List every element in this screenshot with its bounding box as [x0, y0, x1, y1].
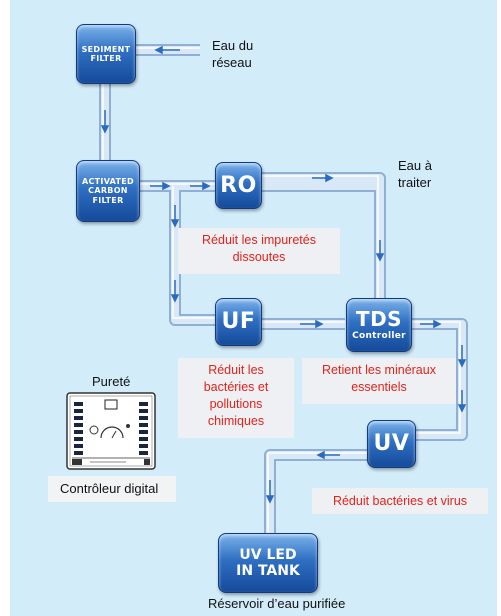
- uv-note: Réduit bactéries et virus: [332, 494, 468, 508]
- uf-label: UF: [221, 309, 256, 335]
- tds-sublabel: Controller: [352, 331, 406, 342]
- controller-device-icon: [66, 392, 156, 470]
- eau-traiter-label: Eau à traiter: [398, 158, 432, 192]
- uv-label: UV: [373, 431, 410, 457]
- uf-note-line4: chimiques: [207, 413, 265, 428]
- eau-reseau-line2: réseau: [212, 54, 252, 70]
- sediment-filter-unit: SEDIMENT FILTER: [76, 24, 136, 84]
- controleur-label-background: [48, 476, 176, 502]
- sediment-filter-line2: FILTER: [90, 54, 122, 63]
- ro-label: RO: [220, 172, 257, 198]
- carbon-filter-line2: CARBON: [88, 186, 128, 196]
- eau-reseau-line1: Eau du: [212, 38, 254, 53]
- carbon-filter-line3: FILTER: [92, 195, 124, 205]
- eau-reseau-label: Eau du réseau: [212, 38, 253, 72]
- ro-note: Réduit les impuretés dissoutes: [178, 232, 340, 266]
- carbon-filter-unit: ACTIVATED CARBON FILTER: [76, 160, 140, 222]
- uf-note-background: [178, 358, 294, 438]
- sediment-filter-line1: SEDIMENT: [81, 44, 131, 54]
- uf-unit: UF: [215, 298, 262, 346]
- tds-label: TDS: [355, 307, 403, 332]
- eau-traiter-line1: Eau à: [398, 158, 432, 173]
- tds-note-background: [302, 358, 456, 404]
- uf-note-line3: pollutions: [209, 396, 263, 411]
- tds-note: Retient les minéraux essentiels: [302, 362, 456, 396]
- uv-led-tank-unit: UV LED IN TANK: [218, 533, 318, 593]
- tds-note-line1: Retient les minéraux: [322, 363, 436, 377]
- ro-note-line1: Réduit les impuretés: [202, 233, 316, 247]
- tds-note-line2: essentiels: [351, 379, 407, 394]
- tds-controller-unit: TDS Controller: [346, 298, 412, 352]
- uv-unit: UV: [367, 420, 416, 468]
- reservoir-label: Réservoir d’eau purifiée: [208, 596, 346, 611]
- carbon-filter-line1: ACTIVATED: [82, 177, 134, 187]
- tank-line1: UV LED: [239, 546, 297, 563]
- purete-label: Pureté: [92, 374, 131, 389]
- tank-line2: IN TANK: [236, 563, 300, 579]
- ro-note-line2: dissoutes: [232, 249, 286, 264]
- digital-controller-illustration: [66, 392, 156, 470]
- controleur-label: Contrôleur digital: [60, 481, 159, 496]
- uf-note-line2: bactéries et: [203, 379, 269, 394]
- eau-traiter-line2: traiter: [398, 174, 432, 190]
- uf-note-line1: Réduit les: [208, 363, 264, 377]
- ro-unit: RO: [215, 162, 262, 209]
- uf-note: Réduit les bactéries et pollutions chimi…: [178, 362, 294, 430]
- uv-note-background: [312, 488, 488, 514]
- ro-note-background: [178, 228, 340, 274]
